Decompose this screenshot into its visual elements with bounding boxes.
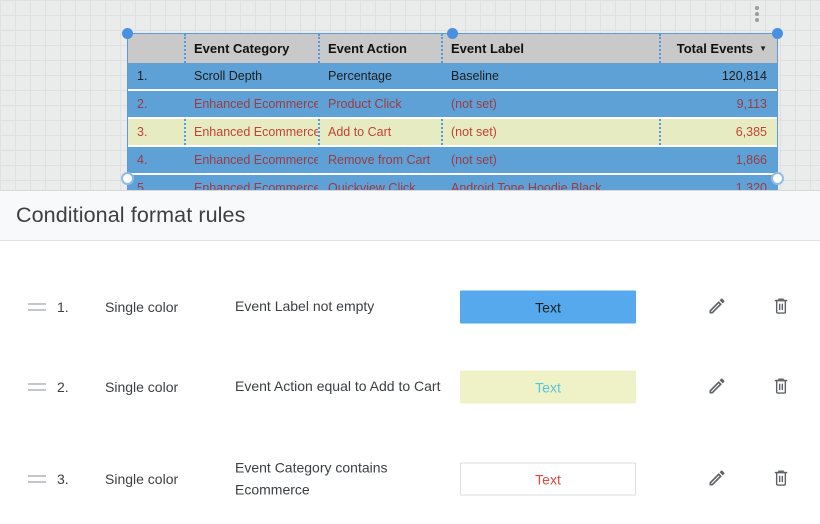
- format-rule-row: 1. Single color Event Label not empty Te…: [0, 271, 820, 343]
- delete-rule-button[interactable]: [769, 467, 793, 491]
- trash-icon: [771, 468, 791, 491]
- selection-handle-middle-right[interactable]: [771, 171, 784, 185]
- header-row-number[interactable]: [128, 34, 184, 63]
- rule-index: 1.: [57, 299, 69, 315]
- drag-handle-icon[interactable]: [28, 383, 46, 391]
- selection-handle-top-right[interactable]: [772, 27, 783, 39]
- rule-condition: Event Category contains Ecommerce: [235, 459, 388, 497]
- cell-event-action: Quickview Click: [328, 181, 416, 190]
- pencil-icon: [707, 468, 727, 491]
- cell-row-number: 3.: [137, 125, 148, 139]
- selection-handle-top-left[interactable]: [121, 27, 133, 39]
- header-total-events-label: Total Events: [676, 41, 754, 56]
- selection-handle-top-center[interactable]: [447, 27, 458, 39]
- drag-handle-icon[interactable]: [28, 303, 46, 311]
- pencil-icon: [707, 296, 727, 319]
- cell-event-action: Remove from Cart: [328, 153, 431, 167]
- table-row[interactable]: 4. Enhanced Ecommerce Remove from Cart (…: [128, 147, 777, 175]
- cell-total-events: 1,866: [735, 153, 767, 167]
- cell-total-events: 6,385: [659, 119, 777, 145]
- rule-condition: Event Label not empty: [235, 298, 375, 315]
- cell-event-action: Add to Cart: [318, 119, 441, 145]
- cell-event-label: (not set): [451, 153, 497, 167]
- header-event-label[interactable]: Event Label: [441, 34, 659, 63]
- rule-type: Single color: [105, 471, 179, 487]
- table-more-options-icon[interactable]: [751, 6, 763, 26]
- conditional-format-panel: Conditional format rules 1. Single color…: [0, 190, 820, 524]
- header-event-action[interactable]: Event Action: [318, 34, 441, 63]
- panel-header: Conditional format rules: [0, 191, 820, 241]
- header-event-category[interactable]: Event Category: [184, 34, 318, 63]
- header-total-events[interactable]: Total Events ▼: [659, 34, 777, 63]
- drag-handle-icon[interactable]: [28, 475, 46, 483]
- cell-event-action: Product Click: [328, 97, 402, 111]
- edit-rule-button[interactable]: [705, 295, 729, 319]
- table-row[interactable]: 5. Enhanced Ecommerce Quickview Click An…: [128, 175, 777, 190]
- cell-event-label: (not set): [441, 119, 659, 145]
- edit-canvas[interactable]: Event Category Event Action Event Label …: [0, 0, 820, 190]
- trash-icon: [771, 296, 791, 319]
- cell-total-events: 1,320: [735, 181, 767, 190]
- edit-rule-button[interactable]: [705, 375, 729, 399]
- rule-style-preview[interactable]: Text: [460, 370, 636, 404]
- cell-row-number: 5.: [137, 181, 148, 190]
- cell-event-label: Baseline: [451, 69, 499, 83]
- pencil-icon: [707, 376, 727, 399]
- cell-event-category: Enhanced Ecommerce: [194, 181, 318, 190]
- cell-row-number: 4.: [137, 153, 148, 167]
- cell-total-events: 120,814: [721, 69, 767, 83]
- cell-event-action: Percentage: [328, 69, 392, 83]
- cell-event-category: Enhanced Ecommerce: [194, 153, 318, 167]
- rule-type: Single color: [105, 299, 179, 315]
- trash-icon: [771, 376, 791, 399]
- cell-event-label: Android Tone Hoodie Black: [451, 181, 602, 190]
- rule-style-preview[interactable]: Text: [460, 462, 636, 496]
- edit-rule-button[interactable]: [705, 467, 729, 491]
- delete-rule-button[interactable]: [769, 295, 793, 319]
- table-row[interactable]: 2. Enhanced Ecommerce Product Click (not…: [128, 91, 777, 119]
- rule-index: 3.: [57, 471, 69, 487]
- cell-total-events: 9,113: [736, 97, 767, 111]
- table-row[interactable]: 1. Scroll Depth Percentage Baseline 120,…: [128, 63, 777, 91]
- format-rule-row: 2. Single color Event Action equal to Ad…: [0, 351, 820, 423]
- cell-event-category: Enhanced Ecommerce: [184, 119, 318, 145]
- panel-title: Conditional format rules: [16, 203, 246, 227]
- delete-rule-button[interactable]: [769, 375, 793, 399]
- table-row-selected[interactable]: 3. Enhanced Ecommerce Add to Cart (not s…: [128, 119, 777, 147]
- rule-type: Single color: [105, 379, 179, 395]
- cell-row-number: 1.: [137, 69, 148, 83]
- cell-event-category: Enhanced Ecommerce: [194, 97, 318, 111]
- cell-row-number: 2.: [137, 97, 148, 111]
- rule-condition: Event Action equal to Add to Cart: [235, 378, 441, 395]
- sort-descending-icon[interactable]: ▼: [759, 44, 767, 53]
- selection-handle-middle-left[interactable]: [120, 171, 134, 185]
- cell-event-category: Scroll Depth: [194, 69, 263, 83]
- rule-index: 2.: [57, 379, 69, 395]
- table-header-row: Event Category Event Action Event Label …: [128, 34, 777, 63]
- rule-style-preview[interactable]: Text: [460, 290, 636, 324]
- cell-event-label: (not set): [451, 97, 497, 111]
- format-rule-row: 3. Single color Event Category contains …: [0, 443, 820, 515]
- events-table[interactable]: Event Category Event Action Event Label …: [127, 33, 778, 190]
